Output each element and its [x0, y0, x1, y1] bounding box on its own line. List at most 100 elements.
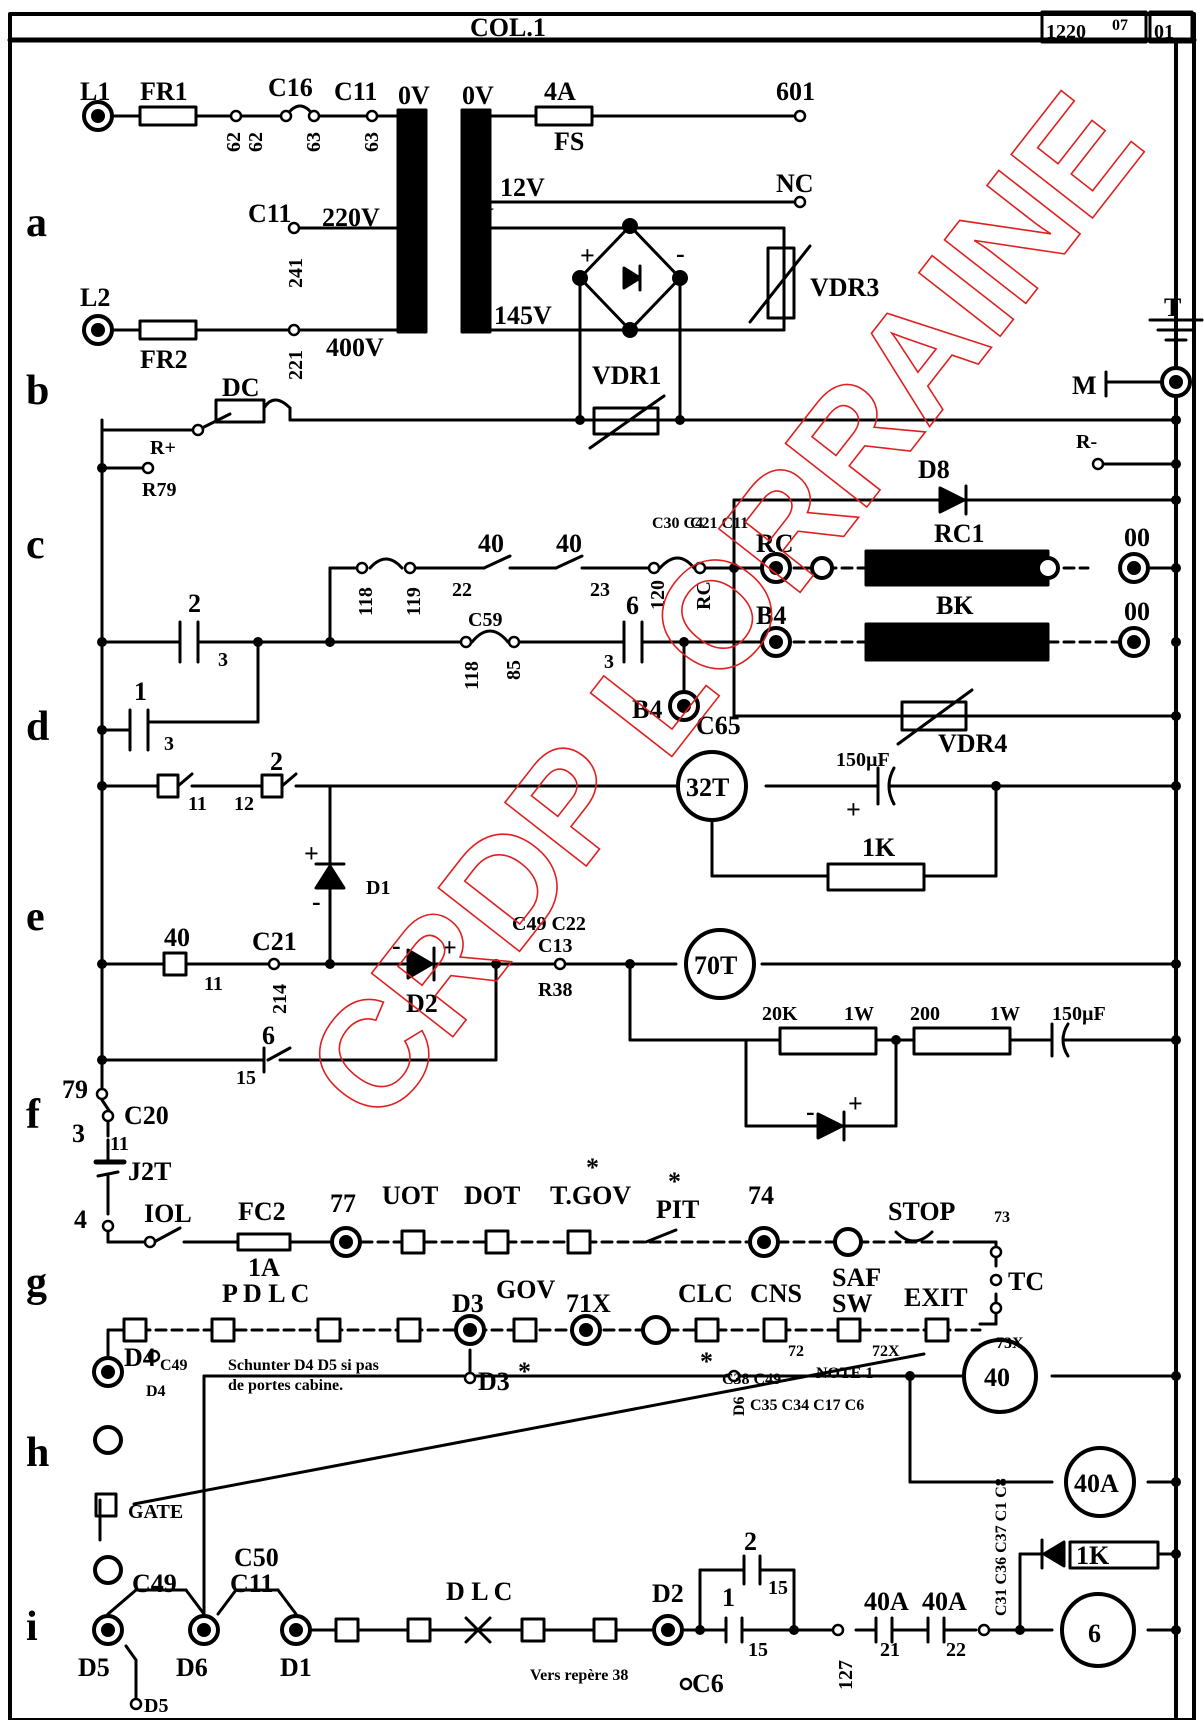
row-e: e — [26, 894, 45, 940]
d6c: D6 — [731, 1396, 748, 1416]
relay-6 — [1060, 1592, 1136, 1668]
c20: C20 — [124, 1101, 169, 1130]
ov2: 0V — [462, 81, 494, 110]
row-f: f — [26, 1092, 41, 1138]
k22: 22 — [946, 1639, 966, 1661]
cap150b: 150µF — [1052, 1003, 1106, 1025]
d2-minus: - — [392, 931, 401, 960]
vers: Vers repère 38 — [530, 1667, 628, 1684]
vdr1-label: VDR1 — [592, 361, 661, 390]
r20k: 20K — [762, 1003, 798, 1025]
d4b: D4 — [146, 1383, 166, 1400]
diode-d2 — [406, 948, 434, 980]
plus: + — [580, 241, 595, 270]
n4: 4 — [74, 1205, 87, 1234]
relay-40a — [1064, 1446, 1136, 1518]
r38: R38 — [538, 979, 572, 1001]
dlc: D L C — [446, 1577, 512, 1606]
c6: C6 — [692, 1669, 724, 1698]
header-sheet-sup: 07 — [1112, 17, 1128, 34]
cns: CNS — [750, 1279, 802, 1308]
c11b: C11 — [248, 199, 291, 228]
d1b: D1 — [280, 1653, 312, 1682]
schunter2: de portes cabine. — [228, 1377, 343, 1394]
gate: GATE — [128, 1501, 183, 1523]
d1-minus: - — [312, 887, 321, 916]
w601: 601 — [776, 77, 815, 106]
k40a2: 40A — [922, 1587, 967, 1616]
n11c: 11 — [110, 1133, 129, 1155]
rc1: RC1 — [934, 519, 985, 548]
n85: 85 — [503, 660, 525, 680]
n73: 73 — [994, 1209, 1010, 1226]
k15a: 15 — [768, 1577, 788, 1599]
n120: 120 — [647, 580, 669, 610]
n6: 6 — [626, 591, 639, 620]
c38c49: C38 C49 — [722, 1371, 781, 1388]
pdlc: P D L C — [222, 1279, 309, 1308]
uot: UOT — [382, 1181, 438, 1210]
tc: TC — [1008, 1267, 1044, 1296]
diode-e-plus: + — [848, 1089, 863, 1118]
r200: 200 — [910, 1003, 940, 1025]
t221: 221 — [285, 350, 307, 380]
d2b: D2 — [652, 1579, 684, 1608]
m40a: 40A — [1074, 1469, 1119, 1498]
b4: B4 — [756, 601, 786, 630]
exit: EXIT — [904, 1283, 968, 1312]
fuse-fs — [534, 105, 594, 127]
n118a: 118 — [355, 587, 377, 616]
sw: SW — [832, 1289, 872, 1318]
fuse-fr2 — [138, 319, 198, 341]
x72: 72X — [872, 1343, 900, 1360]
c49a: C49 — [160, 1357, 188, 1374]
diode-d8 — [938, 486, 966, 514]
gate-contact — [94, 1492, 118, 1518]
b4c65: B4 — [632, 695, 662, 724]
vdr4 — [900, 700, 968, 732]
resistor-20k — [778, 1026, 878, 1056]
l2: L2 — [80, 283, 110, 312]
vdr4-label: VDR4 — [938, 729, 1007, 758]
cstack: C31 C36 C37 C1 C8 — [993, 1478, 1010, 1616]
bk: BK — [936, 591, 974, 620]
k2b: 2 — [270, 747, 283, 776]
gov: GOV — [496, 1275, 555, 1304]
frame — [8, 12, 1196, 1720]
k21: 21 — [880, 1639, 900, 1661]
k2c: 2 — [744, 1527, 757, 1556]
c21c11: C21 C11 — [690, 515, 748, 532]
relay-40 — [962, 1338, 1038, 1414]
row-g: g — [26, 1260, 47, 1306]
row-b: b — [26, 368, 49, 414]
minus: - — [676, 239, 685, 268]
n77: 77 — [330, 1189, 356, 1218]
row-c: c — [26, 522, 45, 568]
t62b: 62 — [245, 132, 267, 152]
d2-plus: + — [442, 933, 457, 962]
v400: 400V — [326, 333, 384, 362]
dot: DOT — [464, 1181, 520, 1210]
star1: * — [586, 1153, 599, 1182]
d1: D1 — [366, 877, 390, 899]
w1a: 1W — [844, 1003, 874, 1025]
button-12 — [260, 773, 284, 799]
n214: 214 — [269, 984, 291, 1014]
plus2: + — [846, 795, 861, 824]
n79: 79 — [62, 1075, 88, 1104]
note1: NOTE 1 — [816, 1365, 873, 1382]
c40a: 40 — [478, 529, 504, 558]
header-title: COL.1 — [470, 13, 546, 42]
schunter: Schunter D4 D5 si pas — [228, 1357, 379, 1374]
d3: D3 — [452, 1289, 484, 1318]
vdr3-label: VDR3 — [810, 273, 879, 302]
k6: 6 — [262, 1021, 275, 1050]
d8: D8 — [918, 455, 950, 484]
c16: C16 — [268, 73, 313, 102]
n3b: 3 — [72, 1119, 85, 1148]
d4: D4 — [124, 1343, 156, 1372]
k40: 40 — [164, 923, 190, 952]
stop: STOP — [888, 1197, 956, 1226]
c13: C13 — [538, 935, 572, 957]
r1k: 1K — [862, 833, 896, 862]
